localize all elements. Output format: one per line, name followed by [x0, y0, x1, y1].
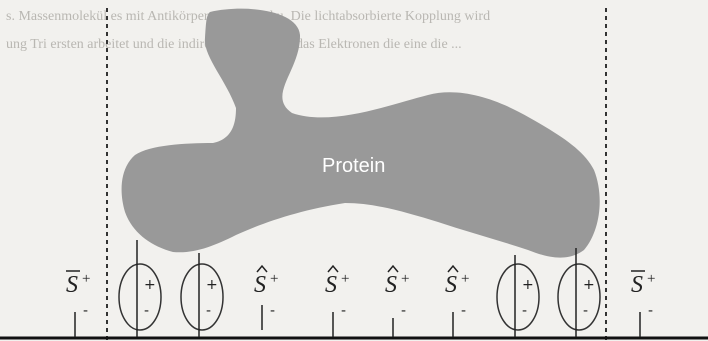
- site-lower-sign: -: [83, 303, 88, 319]
- site-lower-sign: -: [461, 303, 466, 319]
- site-pair-2: + -: [181, 253, 223, 337]
- pair-lower-sign: -: [583, 303, 588, 319]
- pair-ellipse: [181, 264, 223, 330]
- site-lower-sign: -: [341, 303, 346, 319]
- site-pair-4: + -: [558, 248, 600, 337]
- pair-ellipse: [558, 264, 600, 330]
- site-s-bar-right: S + -: [631, 271, 655, 337]
- site-label-base: S: [66, 272, 78, 298]
- pair-upper-sign: +: [522, 277, 534, 293]
- protein-label: Protein: [322, 155, 385, 177]
- site-label-sup: +: [270, 271, 278, 287]
- site-label-sup: +: [82, 271, 90, 287]
- pair-upper-sign: +: [206, 277, 218, 293]
- site-label-base: S: [325, 272, 337, 298]
- site-lower-sign: -: [648, 303, 653, 319]
- site-label-base: S: [254, 272, 266, 298]
- site-lower-sign: -: [401, 303, 406, 319]
- pair-lower-sign: -: [206, 303, 211, 319]
- pair-upper-sign: +: [144, 277, 156, 293]
- site-pair-1: + -: [119, 240, 161, 337]
- site-lower-sign: -: [270, 303, 275, 319]
- site-s-hat-4: S + -: [445, 266, 469, 337]
- site-label-sup: +: [401, 271, 409, 287]
- site-label-sup: +: [647, 271, 655, 287]
- site-label-sup: +: [341, 271, 349, 287]
- site-label-base: S: [631, 272, 643, 298]
- site-s-bar-left: S + -: [66, 271, 90, 337]
- site-label-base: S: [385, 272, 397, 298]
- site-s-hat-3: S + -: [385, 266, 409, 337]
- site-label-base: S: [445, 272, 457, 298]
- site-label-sup: +: [461, 271, 469, 287]
- pair-ellipse: [119, 264, 161, 330]
- pair-lower-sign: -: [144, 303, 149, 319]
- pair-lower-sign: -: [522, 303, 527, 319]
- site-s-hat-1: S + -: [254, 266, 278, 330]
- pair-upper-sign: +: [583, 277, 595, 293]
- pair-ellipse: [497, 264, 539, 330]
- site-s-hat-2: S + -: [325, 266, 349, 337]
- site-pair-3: + -: [497, 255, 539, 337]
